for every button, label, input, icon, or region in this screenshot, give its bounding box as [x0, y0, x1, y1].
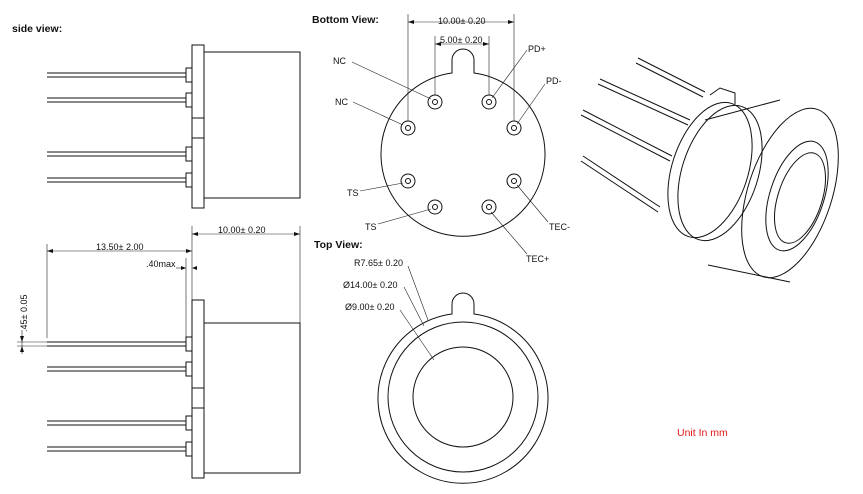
iso-window-inner — [774, 152, 826, 244]
top-view: Top View: R7.65± 0.20 Ø14.00± 0.20 Ø9.00… — [314, 239, 549, 484]
top-view-title: Top View: — [314, 239, 363, 251]
dim-bottom-span: 10.00± 0.20 — [407, 14, 515, 121]
iso-window-outer — [765, 140, 829, 252]
side-cap-upper — [203, 51, 301, 199]
bottom-view-title: Bottom View: — [312, 14, 379, 26]
pin-nc-top: NC — [333, 56, 346, 66]
dim-bottom-span-label: 10.00± 0.20 — [438, 16, 485, 26]
side-flange-upper — [191, 44, 205, 209]
side-view-upper: side view: — [12, 23, 301, 209]
pin-tec-plus: TEC+ — [526, 254, 549, 264]
iso-pins — [580, 57, 706, 213]
side-view-title: side view: — [12, 23, 62, 35]
pin-pd-plus: PD+ — [528, 44, 546, 54]
iso-flange-back — [667, 101, 753, 239]
dim-side-lead-label: 13.50± 2.00 — [96, 242, 143, 252]
bottom-view: Bottom View: 10.00± 0.20 — [312, 14, 570, 264]
iso-cap-front — [741, 107, 839, 279]
header-outline — [380, 48, 546, 237]
pin-leaders — [351, 49, 549, 255]
iso-tab — [709, 87, 736, 104]
dim-top-dia-outer: Ø14.00± 0.20 — [343, 280, 397, 290]
pin-pd-minus: PD- — [546, 76, 562, 86]
dim-side-thick: .45± 0.05 — [17, 295, 47, 354]
side-pins-lower — [47, 336, 204, 457]
top-leaders — [399, 265, 435, 361]
side-pins-upper — [47, 67, 204, 188]
dim-side-max: .40max — [146, 258, 197, 337]
iso-body-bottom-edge — [707, 264, 791, 283]
top-cap-circle — [387, 321, 539, 473]
pin-tec-minus: TEC- — [549, 222, 570, 232]
pin-ts-bottom: TS — [365, 222, 377, 232]
dim-side-width-label: 10.00± 0.20 — [218, 225, 265, 235]
dim-side-width: 10.00± 0.20 — [191, 225, 301, 323]
top-outer-outline — [377, 292, 549, 484]
unit-note: Unit In mm — [677, 427, 728, 439]
top-window-circle — [412, 346, 514, 448]
dim-side-thick-label: .45± 0.05 — [19, 295, 29, 332]
pin-ts-left: TS — [347, 188, 359, 198]
iso-flange-front — [677, 104, 763, 242]
side-cap-lower — [203, 322, 301, 474]
isometric-view — [580, 57, 839, 283]
header-pins — [400, 94, 522, 215]
dim-side-max-label: .40max — [146, 259, 176, 269]
dim-side-lead: 13.50± 2.00 — [46, 242, 192, 338]
dim-bottom-pitch-label: 5.00± 0.20 — [440, 35, 482, 45]
dim-top-radius: R7.65± 0.20 — [354, 258, 403, 268]
dim-bottom-pitch: 5.00± 0.20 — [434, 35, 490, 95]
pin-nc-left: NC — [335, 97, 348, 107]
dim-top-dia-inner: Ø9.00± 0.20 — [345, 302, 394, 312]
iso-body-top-edge — [704, 99, 781, 121]
side-flange-lower — [191, 299, 205, 479]
side-view-lower: 10.00± 0.20 13.50± 2.00 .40max .45± 0.05 — [17, 225, 301, 479]
